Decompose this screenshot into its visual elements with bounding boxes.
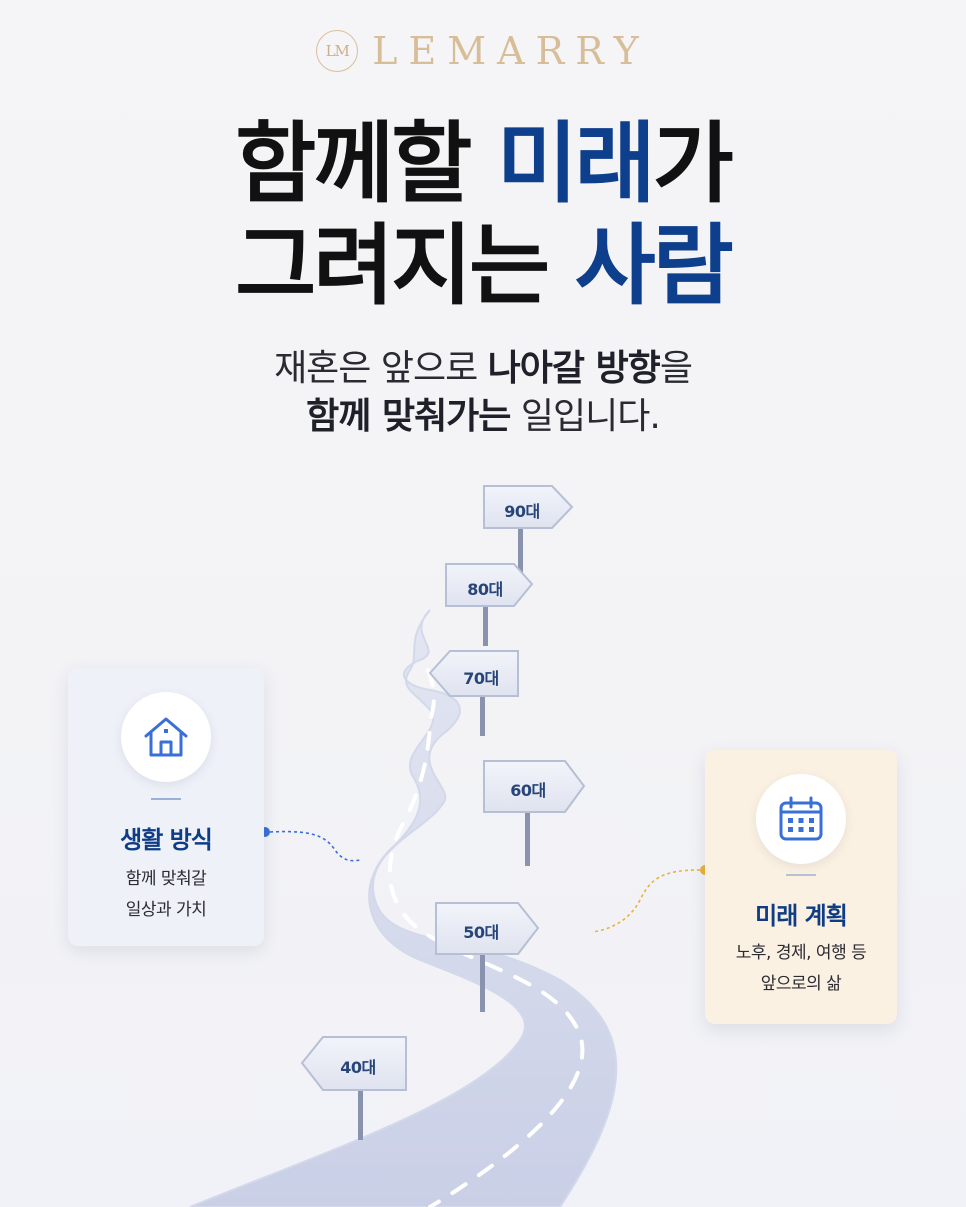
signpost-90: 90대 <box>504 502 540 521</box>
signpost-pole-60 <box>525 812 530 866</box>
brand-logo: LM LEMARRY <box>0 28 966 74</box>
signpost-board-70 <box>428 650 519 697</box>
headline-line-2: 그려지는 사람 <box>0 222 966 310</box>
signpost-board-50 <box>435 902 540 955</box>
subtitle-line-2: 함께 맞춰가는 일입니다. <box>0 391 966 443</box>
calendar-icon <box>779 796 823 841</box>
lifestyle-card: 생활 방식 함께 맞춰갈 일상과 가치 <box>68 668 264 946</box>
signpost-board-90 <box>483 485 574 529</box>
signpost-pole-90 <box>518 528 523 578</box>
subtitle-line-2-end: 일입니다. <box>510 396 661 437</box>
lifestyle-desc-line-2: 일상과 가치 <box>125 900 207 920</box>
signpost-board-80 <box>445 563 534 607</box>
lifestyle-title: 생활 방식 <box>120 826 213 854</box>
signpost-pole-70 <box>480 696 485 736</box>
signpost-80: 80대 <box>467 580 503 599</box>
logo-mark-icon: LM <box>316 30 359 72</box>
road-center-line <box>387 668 585 1207</box>
future-connector-line <box>591 869 701 933</box>
lifestyle-divider <box>151 798 181 800</box>
winding-road-illustration <box>189 485 710 1207</box>
future-plan-title: 미래 계획 <box>755 902 848 930</box>
lifestyle-desc-line-1: 함께 맞춰갈 <box>125 869 207 889</box>
house-icon <box>144 717 188 757</box>
lifestyle-icon-badge <box>121 692 211 782</box>
headline-line-1-end: 가 <box>652 112 734 215</box>
future-plan-description: 노후, 경제, 여행 등 앞으로의 삶 <box>705 938 897 1000</box>
subtitle-line-1-bold: 나아갈 방향 <box>487 348 661 389</box>
headline-highlight-person: 사람 <box>574 214 734 317</box>
future-plan-icon-badge <box>756 774 846 864</box>
subtitle-line-1-end: 을 <box>659 348 693 389</box>
future-plan-desc-line-1: 노후, 경제, 여행 등 <box>735 943 867 963</box>
signpost-40: 40대 <box>340 1058 376 1077</box>
lifestyle-description: 함께 맞춰갈 일상과 가치 <box>68 864 264 926</box>
signpost-pole-80 <box>483 606 488 646</box>
future-plan-desc-line-2: 앞으로의 삶 <box>760 974 842 994</box>
headline-highlight-future: 미래 <box>496 112 656 215</box>
signpost-board-60 <box>483 760 586 813</box>
headline-line-2-text: 그려지는 <box>235 214 575 317</box>
signpost-50: 50대 <box>463 923 499 942</box>
subtitle-line-1: 재혼은 앞으로 나아갈 방향을 <box>0 343 966 395</box>
subtitle-line-2-bold: 함께 맞춰가는 <box>306 396 511 437</box>
logo-text: LEMARRY <box>372 29 650 73</box>
future-plan-card: 미래 계획 노후, 경제, 여행 등 앞으로의 삶 <box>705 750 897 1024</box>
road <box>189 609 618 1207</box>
signpost-board-40 <box>300 1036 407 1091</box>
subtitle-line-1-normal: 재혼은 앞으로 <box>274 348 488 389</box>
signpost-60: 60대 <box>510 781 546 800</box>
headline-line-1: 함께할 미래가 <box>0 120 966 208</box>
signpost-pole-40 <box>358 1090 363 1140</box>
future-plan-divider <box>786 874 816 876</box>
headline-line-1-text: 함께할 <box>235 112 497 215</box>
lifestyle-connector-line <box>269 830 361 862</box>
signpost-70: 70대 <box>463 669 499 688</box>
signpost-pole-50 <box>480 954 485 1012</box>
